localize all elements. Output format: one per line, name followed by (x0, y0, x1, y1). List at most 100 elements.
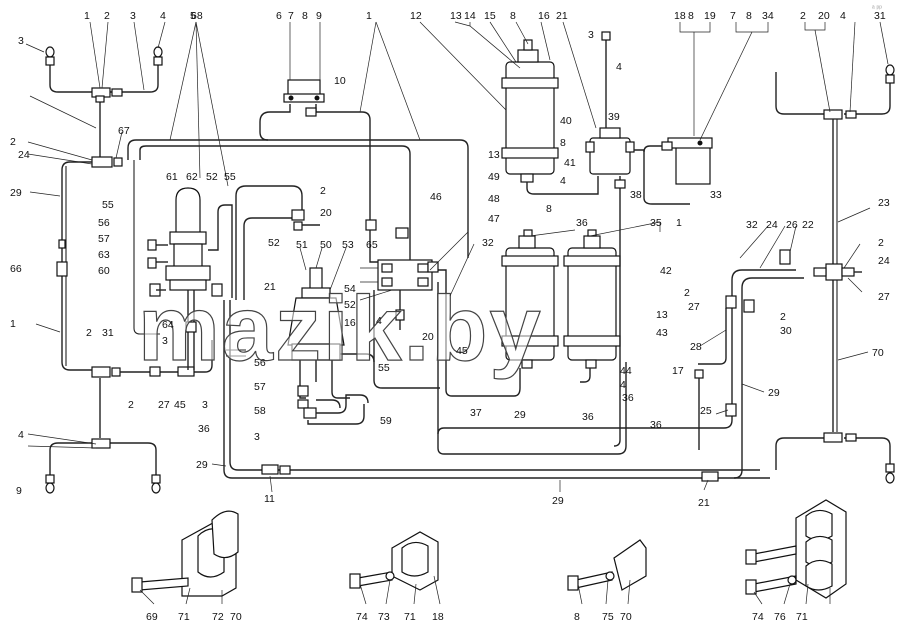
callout: 27 (688, 301, 700, 313)
callout: 13 (450, 10, 462, 22)
callout: 55 (378, 362, 390, 374)
callout: 22 (802, 219, 814, 231)
callout: 57 (98, 233, 110, 245)
callout: 2 (780, 311, 786, 323)
callout: 23 (878, 197, 890, 209)
callout: 1 (676, 217, 682, 229)
callout: 21 (556, 10, 568, 22)
air-tank-lower-right (563, 229, 621, 383)
callout: 24 (18, 149, 30, 161)
callout: 10 (334, 75, 346, 87)
callout: 52 (344, 299, 356, 311)
right-side-lines (437, 249, 804, 479)
distributor-block (369, 227, 627, 455)
callout: 21 (264, 281, 276, 293)
callout: 40 (560, 115, 572, 127)
right-bottom-tee-assembly (775, 432, 895, 484)
callout: 34 (762, 10, 774, 22)
callout: 70 (620, 611, 632, 623)
callout: 36 (576, 217, 588, 229)
callout: 55 (102, 199, 114, 211)
callout: 47 (488, 213, 500, 225)
hand-brake-valve (287, 267, 375, 399)
callout: 16 (538, 10, 550, 22)
callout: 21 (698, 497, 710, 509)
callout: 3 (254, 431, 260, 443)
right-center-cross (813, 263, 862, 432)
callout: 71 (178, 611, 190, 623)
callout: 4 (560, 175, 566, 187)
callout: 72 (212, 611, 224, 623)
callout: 27 (878, 291, 890, 303)
callout: 1 (10, 318, 16, 330)
corner-mark: ᵃ ᵖᵖ (872, 5, 882, 12)
callout: 7 (730, 10, 736, 22)
callout: 1 (84, 10, 90, 22)
callout: 51 (296, 239, 308, 251)
callout: 2 (10, 136, 16, 148)
callout: 1 (366, 10, 372, 22)
callout: 2 (800, 10, 806, 22)
callout: 5 (190, 10, 196, 22)
callout: 4 (840, 10, 846, 22)
callout: 56 (98, 217, 110, 229)
callout: 4 (18, 429, 24, 441)
callout: 15 (484, 10, 496, 22)
left-bottom-tee-assembly (45, 366, 161, 494)
callout: 2 (684, 287, 690, 299)
callout: 29 (10, 187, 22, 199)
callout: 28 (690, 341, 702, 353)
callout: 24 (766, 219, 778, 231)
main-line-loops (127, 139, 770, 482)
callout: 52 (206, 171, 218, 183)
callout: 74 (752, 611, 764, 623)
callout: 55 (224, 171, 236, 183)
callout: 63 (98, 249, 110, 261)
callout: 73 (378, 611, 390, 623)
callout: 4 (616, 61, 622, 73)
callout: 53 (342, 239, 354, 251)
air-tank-upper (501, 39, 599, 195)
callout: 20 (422, 331, 434, 343)
callout: 3 (162, 335, 168, 347)
clamp-detail-2 (349, 531, 439, 591)
callout: 20 (818, 10, 830, 22)
air-tank-lower-left (501, 229, 559, 369)
callout: 66 (10, 263, 22, 275)
callout: 13 (656, 309, 668, 321)
callout: 12 (410, 10, 422, 22)
callout: 29 (514, 409, 526, 421)
callout: 8 (574, 611, 580, 623)
callout: 44 (620, 365, 632, 377)
callout: 32 (746, 219, 758, 231)
callout: 46 (430, 191, 442, 203)
callout: 14 (464, 10, 476, 22)
callout: 70 (230, 611, 242, 623)
callout: 36 (582, 411, 594, 423)
pressure-regulator (585, 31, 690, 447)
callout: 31 (102, 327, 114, 339)
callout: 71 (404, 611, 416, 623)
callout: 32 (482, 237, 494, 249)
callout: 16 (344, 317, 356, 329)
callout: 58 (254, 405, 266, 417)
callout: 13 (488, 149, 500, 161)
callout: 65 (366, 239, 378, 251)
callout: 27 (158, 399, 170, 411)
callout: 2 (104, 10, 110, 22)
callout: 36 (622, 392, 634, 404)
callout: 18 (432, 611, 444, 623)
callout: 69 (146, 611, 158, 623)
callout: 35 (650, 217, 662, 229)
callout: 2 (878, 237, 884, 249)
callout: 2 (128, 399, 134, 411)
callout: 67 (118, 125, 130, 137)
callout: 70 (872, 347, 884, 359)
callout: 18 (674, 10, 686, 22)
callout: 11 (264, 493, 275, 505)
callout-labels: 1 2 3 4 3 68 2 24 67 29 66 1 2 31 2 27 4… (10, 10, 890, 623)
callout: 49 (488, 171, 500, 183)
callout: 57 (254, 381, 266, 393)
callout: 2 (320, 185, 326, 197)
